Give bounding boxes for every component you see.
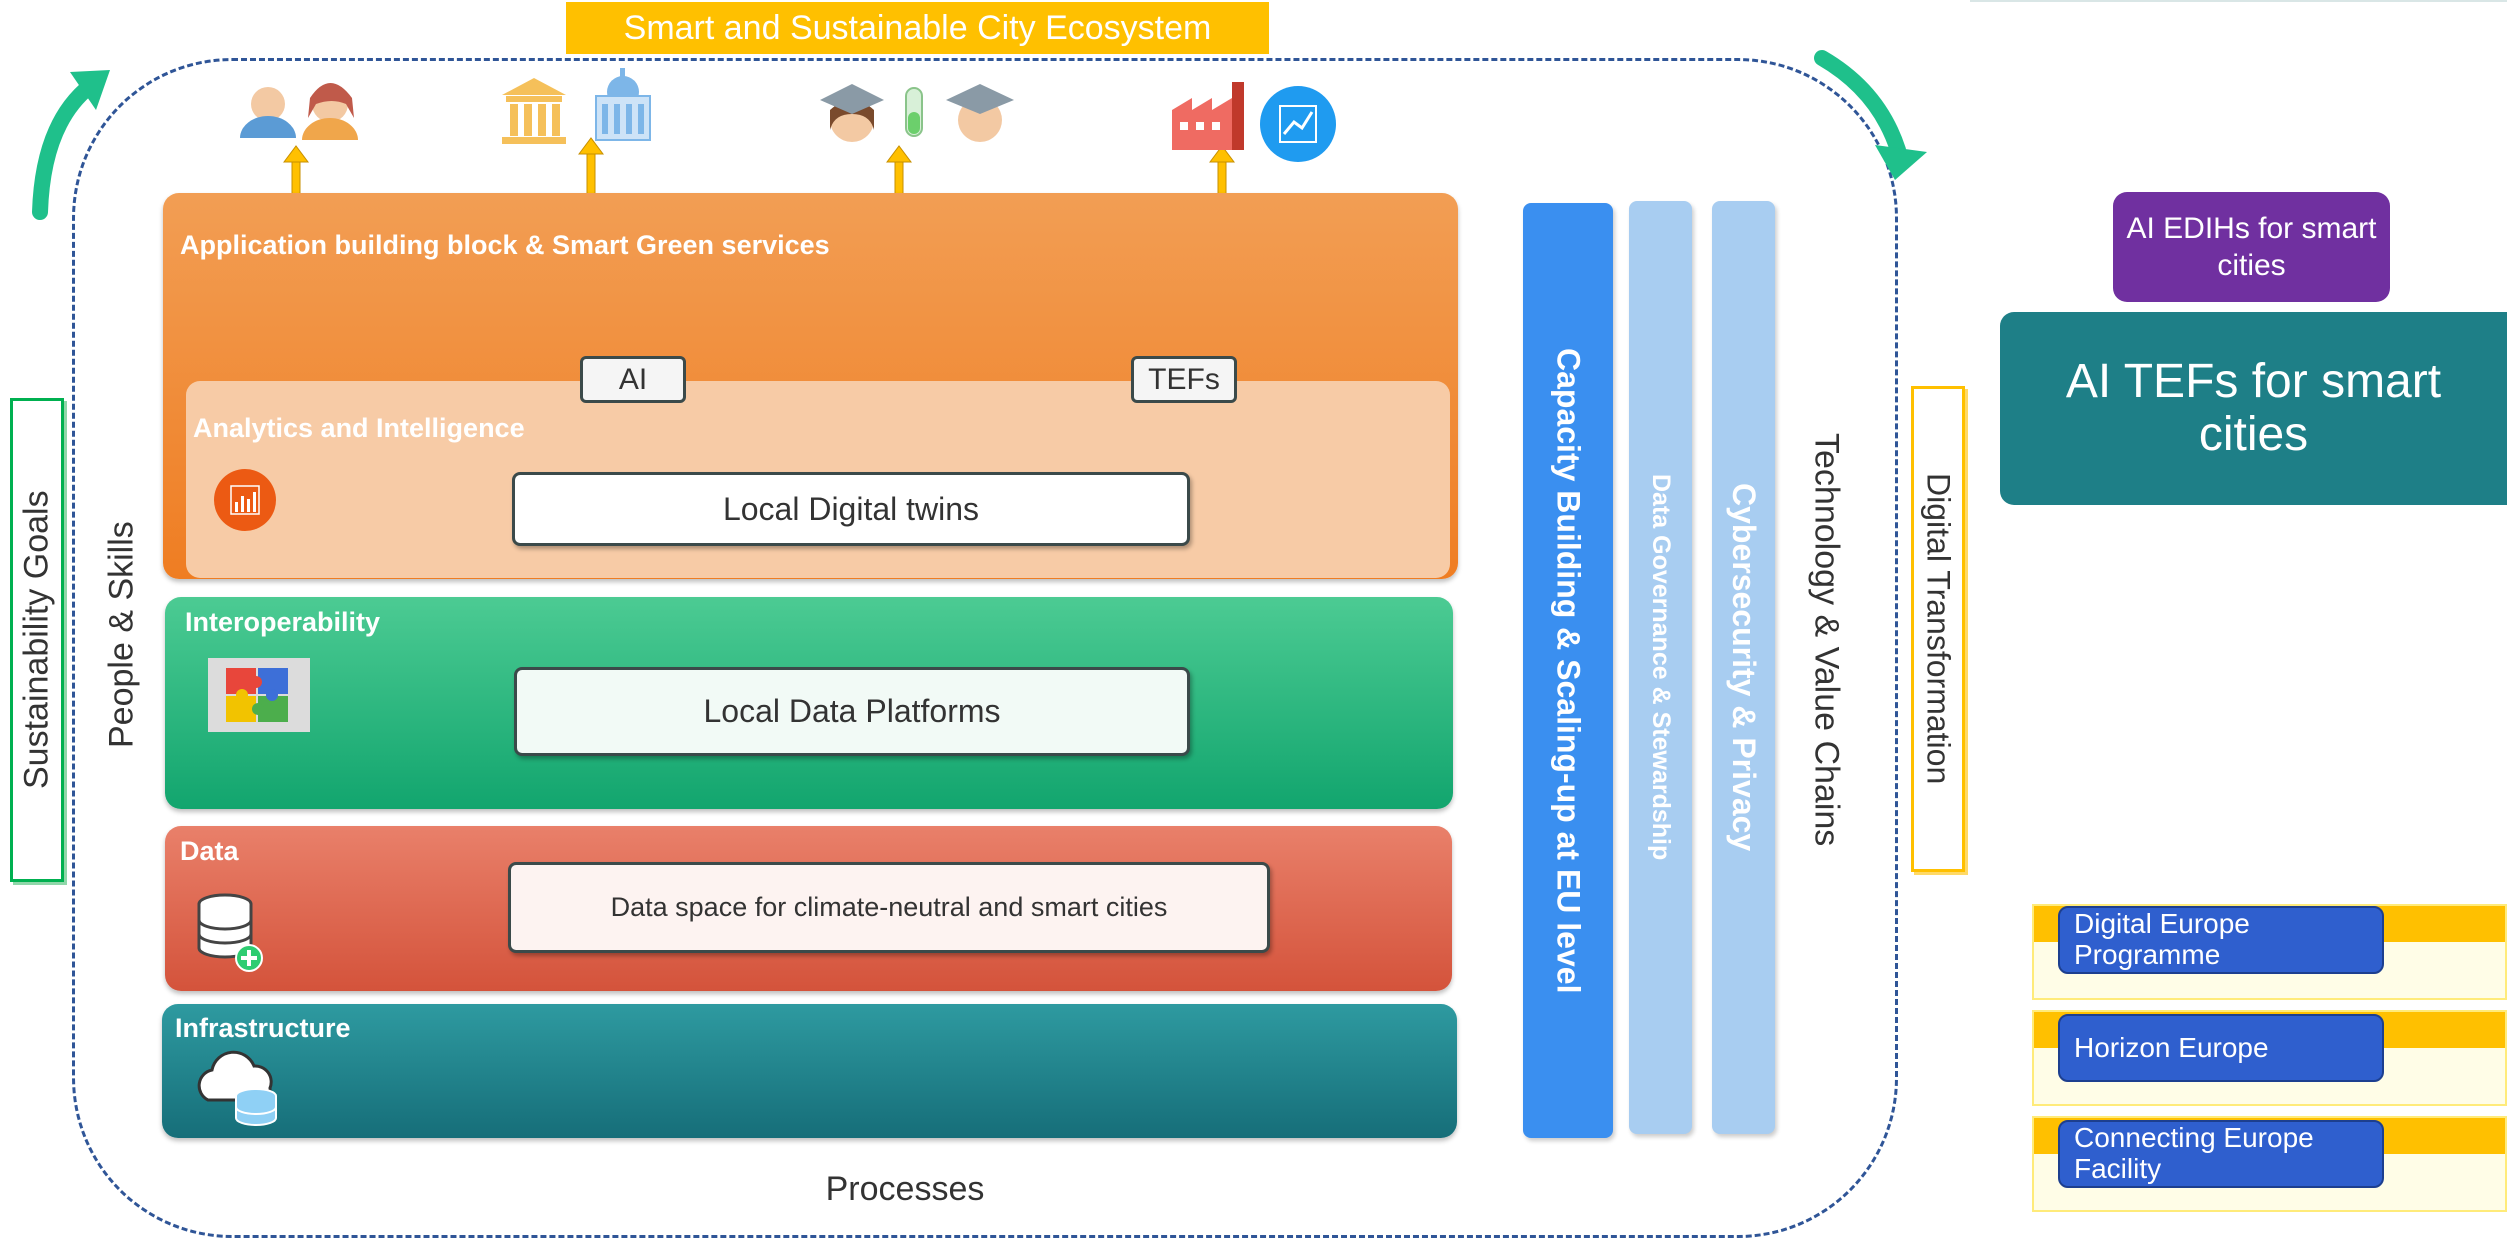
local-digital-twins-box: Local Digital twins bbox=[512, 472, 1190, 546]
industry-icon bbox=[1172, 82, 1244, 150]
sustainability-goals-label: Sustainability Goals bbox=[17, 490, 56, 790]
digital-transformation-label: Digital Transformation bbox=[1920, 473, 1957, 785]
capacity-pillar-label: Capacity Building & Scaling-up at EU lev… bbox=[1550, 347, 1587, 994]
cloud-storage-icon bbox=[197, 1050, 277, 1126]
database-icon bbox=[197, 893, 263, 972]
ai-edihs-box: AI EDIHs for smart cities bbox=[2113, 192, 2390, 302]
infrastructure-layer-label: Infrastructure bbox=[175, 1013, 351, 1043]
analytics-layer-label: Analytics and Intelligence bbox=[193, 413, 525, 443]
ecosystem-title: Smart and Sustainable City Ecosystem bbox=[566, 2, 1269, 54]
programme-connecting-europe: Connecting Europe Facility bbox=[2058, 1120, 2384, 1188]
local-data-platforms-box: Local Data Platforms bbox=[514, 667, 1190, 756]
people-skills-label: People & Skills bbox=[102, 521, 141, 749]
sustainability-goals-box bbox=[10, 398, 64, 882]
academia-research-icon bbox=[820, 84, 1014, 142]
technology-value-chains-label: Technology & Value Chains bbox=[1807, 433, 1846, 847]
programme-digital-europe: Digital Europe Programme bbox=[2058, 906, 2384, 974]
analytics-chart-icon bbox=[1260, 86, 1336, 162]
up-arrows bbox=[283, 137, 1235, 201]
programme-row: Connecting Europe Facility bbox=[2032, 1116, 2507, 1212]
programme-horizon-europe: Horizon Europe bbox=[2058, 1014, 2384, 1082]
tefs-tag: TEFs bbox=[1131, 356, 1237, 403]
digital-transformation-box bbox=[1911, 386, 1965, 872]
application-layer-label: Application building block & Smart Green… bbox=[180, 230, 830, 260]
cycle-arrow-left-icon bbox=[32, 70, 110, 220]
data-layer-label: Data bbox=[180, 836, 239, 866]
cybersecurity-pillar bbox=[1712, 201, 1775, 1134]
ai-tefs-box: AI TEFs for smart cities bbox=[2000, 312, 2507, 505]
capacity-pillar bbox=[1523, 203, 1613, 1138]
ai-tag: AI bbox=[580, 356, 686, 403]
governance-pillar-label: Data Governance & Stewardship bbox=[1647, 474, 1675, 861]
programme-row: Digital Europe Programme bbox=[2032, 904, 2507, 1000]
citizens-icon bbox=[240, 83, 358, 140]
puzzle-icon bbox=[208, 658, 310, 732]
processes-label: Processes bbox=[825, 1169, 985, 1208]
infrastructure-layer bbox=[162, 1004, 1457, 1138]
interoperability-layer-label: Interoperability bbox=[185, 607, 381, 637]
analytics-icon bbox=[214, 469, 276, 531]
data-space-box: Data space for climate-neutral and smart… bbox=[508, 862, 1270, 953]
cybersecurity-pillar-label: Cybersecurity & Privacy bbox=[1726, 483, 1762, 852]
cycle-arrow-right-icon bbox=[1814, 50, 1927, 180]
programme-row: Horizon Europe bbox=[2032, 1010, 2507, 1106]
governance-pillar bbox=[1629, 201, 1692, 1134]
top-divider bbox=[1970, 0, 2507, 2]
public-administration-icon bbox=[502, 68, 651, 144]
funding-programmes: Digital Europe Programme Horizon Europe … bbox=[2032, 900, 2507, 1220]
